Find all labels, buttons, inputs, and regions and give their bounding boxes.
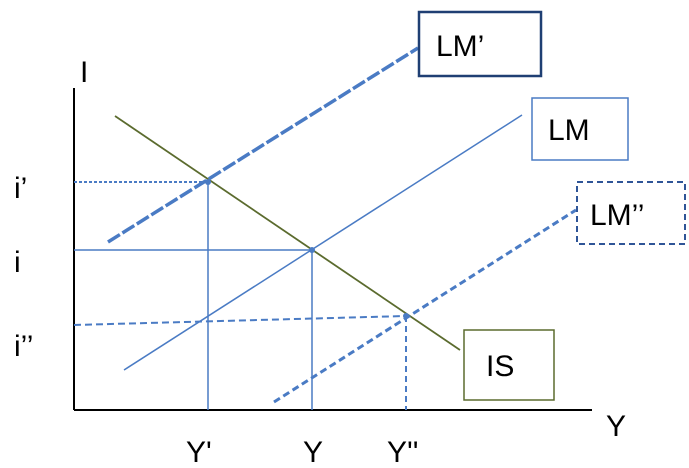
lm-label-box: LM bbox=[531, 97, 629, 161]
lm-dprime-label-box: LM’’ bbox=[576, 181, 686, 245]
lm-prime-label-box: LM’ bbox=[417, 10, 543, 78]
lm-dprime-curve bbox=[273, 208, 577, 404]
lm-prime-label: LM’ bbox=[436, 30, 484, 63]
y-axis-label: I bbox=[80, 56, 88, 89]
is-label-box: IS bbox=[463, 329, 555, 401]
x-tick-y: Y bbox=[303, 436, 323, 468]
equilibrium-point-prime bbox=[205, 179, 211, 185]
y-tick-i: i bbox=[14, 246, 21, 279]
lm-prime-curve bbox=[107, 46, 419, 244]
x-tick-y-prime: Y' bbox=[186, 436, 212, 468]
lm-dprime-label: LM’’ bbox=[590, 199, 644, 232]
lm-curve bbox=[123, 114, 523, 371]
lm-label: LM bbox=[548, 114, 590, 147]
x-tick-y-dprime: Y'' bbox=[387, 436, 418, 468]
guide-i-dprime bbox=[73, 315, 407, 326]
y-tick-i-prime: i’ bbox=[14, 172, 27, 205]
is-curve bbox=[114, 115, 461, 351]
x-axis-label: Y bbox=[606, 410, 626, 443]
equilibrium-point-dprime bbox=[403, 313, 409, 319]
equilibrium-point bbox=[309, 247, 315, 253]
is-label: IS bbox=[486, 350, 514, 383]
y-tick-i-dprime: i’’ bbox=[14, 330, 33, 363]
